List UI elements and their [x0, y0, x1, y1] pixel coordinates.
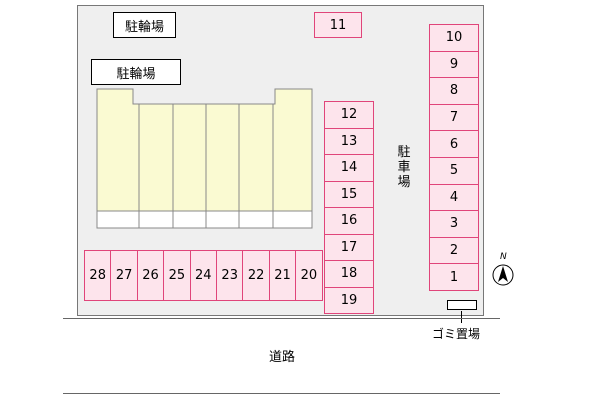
- parking-slot-5: 5: [429, 157, 479, 185]
- parking-slot-19: 19: [324, 286, 374, 314]
- road-label: 道路: [269, 350, 296, 365]
- parking-slot-13: 13: [324, 127, 374, 155]
- parking-slot-27: 27: [110, 250, 138, 301]
- apartment-building: [96, 88, 313, 229]
- bike-parking-label-2: 駐輪場: [91, 59, 181, 85]
- parking-slot-26: 26: [136, 250, 165, 301]
- parking-slot-2: 2: [429, 236, 479, 265]
- parking-slot-28: 28: [84, 250, 112, 301]
- parking-slot-15: 15: [324, 180, 374, 208]
- parking-slot-10: 10: [429, 24, 479, 52]
- bike-parking-label-1: 駐輪場: [113, 12, 176, 38]
- parking-slot-7: 7: [429, 103, 479, 132]
- road-edge-top: [63, 318, 500, 319]
- parking-slot-24: 24: [189, 250, 217, 301]
- garbage-area-box: [447, 300, 477, 310]
- road-edge-bottom: [63, 393, 500, 394]
- parking-slot-25: 25: [163, 250, 191, 301]
- parking-slot-1: 1: [429, 263, 479, 291]
- parking-slot-8: 8: [429, 77, 479, 105]
- parking-slot-20: 20: [295, 250, 323, 301]
- parking-slot-4: 4: [429, 183, 479, 212]
- parking-slot-18: 18: [324, 260, 374, 288]
- parking-slot-16: 16: [324, 207, 374, 235]
- parking-slot-11: 11: [314, 12, 362, 38]
- parking-slot-6: 6: [429, 130, 479, 158]
- garbage-leader-line: [461, 311, 462, 323]
- parking-slot-17: 17: [324, 233, 374, 261]
- parking-slot-9: 9: [429, 50, 479, 79]
- parking-area-label: 駐車場: [397, 145, 411, 190]
- parking-slot-23: 23: [216, 250, 244, 301]
- parking-slot-3: 3: [429, 210, 479, 238]
- garbage-area-label: ゴミ置場: [432, 327, 481, 341]
- parking-slot-12: 12: [324, 101, 374, 129]
- parking-slot-22: 22: [242, 250, 270, 301]
- parking-slot-21: 21: [268, 250, 297, 301]
- north-arrow-icon: [492, 264, 514, 286]
- parking-slot-14: 14: [324, 154, 374, 182]
- north-label: N: [500, 252, 507, 262]
